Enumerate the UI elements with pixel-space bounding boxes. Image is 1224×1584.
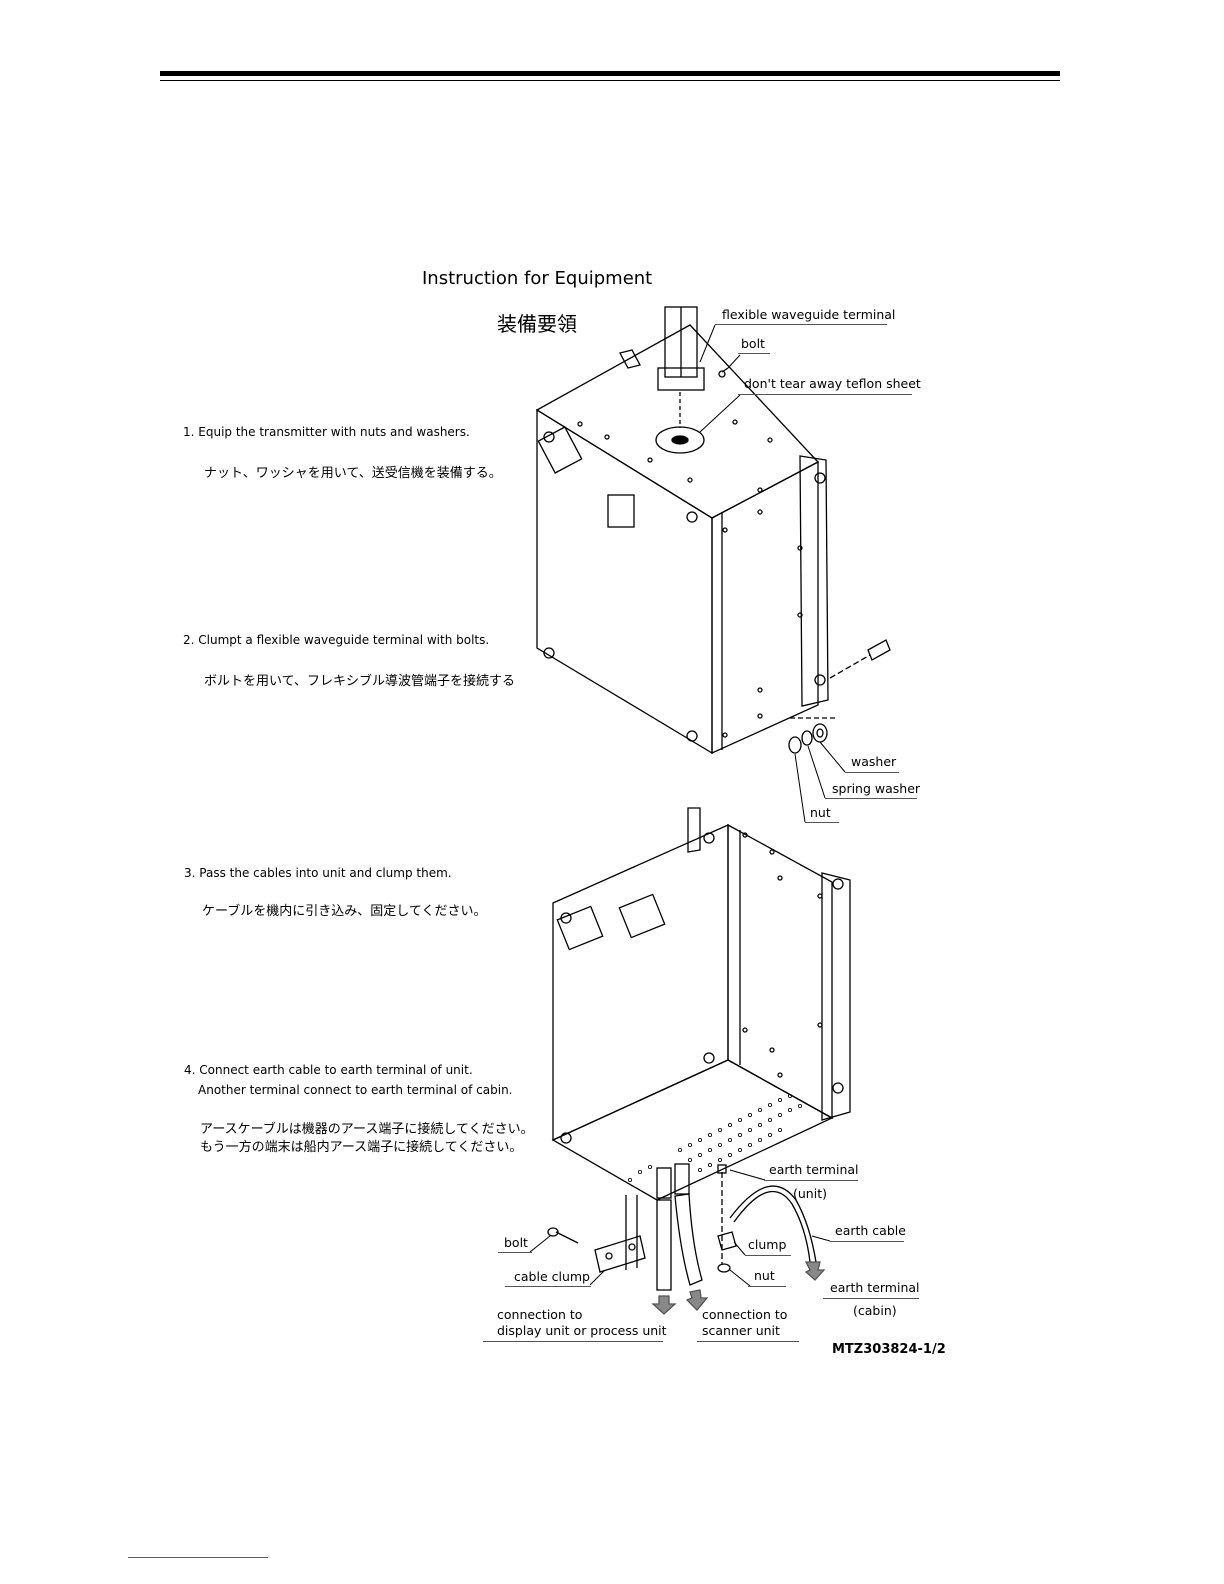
header-rule-thick [160, 71, 1060, 76]
step-4-japanese-line-2: もう一方の端末は船内アース端子に接続してください。 [200, 1140, 523, 1155]
label-washer: washer [851, 754, 897, 769]
step-4-english-line-1: 4. Connect earth cable to earth terminal… [184, 1063, 473, 1077]
label-cabin: (cabin) [853, 1303, 897, 1318]
label-underline [748, 1286, 786, 1287]
label-underline [498, 1252, 532, 1253]
label-underline [715, 324, 887, 325]
label-underline [697, 1341, 799, 1342]
label-clump: clump [748, 1237, 787, 1252]
label-connection-scanner-line-2: scanner unit [702, 1323, 780, 1338]
label-earth-terminal-cabin: earth terminal [830, 1280, 920, 1295]
drawing-number: MTZ303824-1/2 [832, 1342, 946, 1357]
label-underline [738, 394, 912, 395]
label-bolt-top: bolt [741, 336, 765, 351]
step-2-japanese: ボルトを用いて、フレキシブル導波管端子を接続する [204, 674, 515, 689]
transmitter-unit-bottom [547, 807, 851, 1315]
label-unit: (unit) [793, 1186, 827, 1201]
label-underline [745, 1255, 791, 1256]
header-rule-thin [160, 80, 1060, 81]
label-underline [825, 798, 917, 799]
label-flexible-waveguide-terminal: flexible waveguide terminal [722, 307, 896, 322]
step-1-japanese: ナット、ワッシャを用いて、送受信機を装備する。 [204, 466, 502, 481]
label-underline [764, 1180, 858, 1181]
title-japanese: 装備要領 [497, 312, 577, 336]
label-underline [738, 353, 770, 354]
label-underline [845, 772, 899, 773]
step-3-english: 3. Pass the cables into unit and clump t… [184, 866, 452, 880]
step-1-english: 1. Equip the transmitter with nuts and w… [183, 425, 470, 439]
label-bolt-bottom: bolt [504, 1235, 528, 1250]
label-earth-cable: earth cable [835, 1223, 906, 1238]
title-english: Instruction for Equipment [422, 268, 653, 289]
step-4-japanese-line-1: アースケーブルは機器のアース端子に接続してください。 [200, 1122, 534, 1137]
label-underline [805, 822, 839, 823]
label-nut-bottom: nut [754, 1268, 775, 1283]
label-connection-scanner-line-1: connection to [702, 1307, 788, 1322]
label-connection-display-line-1: connection to [497, 1307, 583, 1322]
label-underline [483, 1341, 663, 1342]
label-earth-terminal-unit: earth terminal [769, 1162, 859, 1177]
label-underline [823, 1298, 919, 1299]
label-spring-washer: spring washer [832, 781, 921, 796]
step-3-japanese: ケーブルを機内に引き込み、固定してください。 [202, 904, 487, 919]
label-cable-clump: cable clump [514, 1269, 590, 1284]
label-nut-top: nut [810, 805, 831, 820]
transmitter-unit-top [535, 306, 891, 755]
step-2-english: 2. Clumpt a flexible waveguide terminal … [183, 633, 490, 647]
label-connection-display-line-2: display unit or process unit [497, 1323, 667, 1338]
footer-link-rule [128, 1557, 268, 1558]
label-underline [830, 1241, 904, 1242]
label-underline [505, 1286, 591, 1287]
step-4-english-line-2: Another terminal connect to earth termin… [198, 1083, 513, 1097]
label-teflon-sheet: don't tear away teflon sheet [744, 376, 921, 391]
